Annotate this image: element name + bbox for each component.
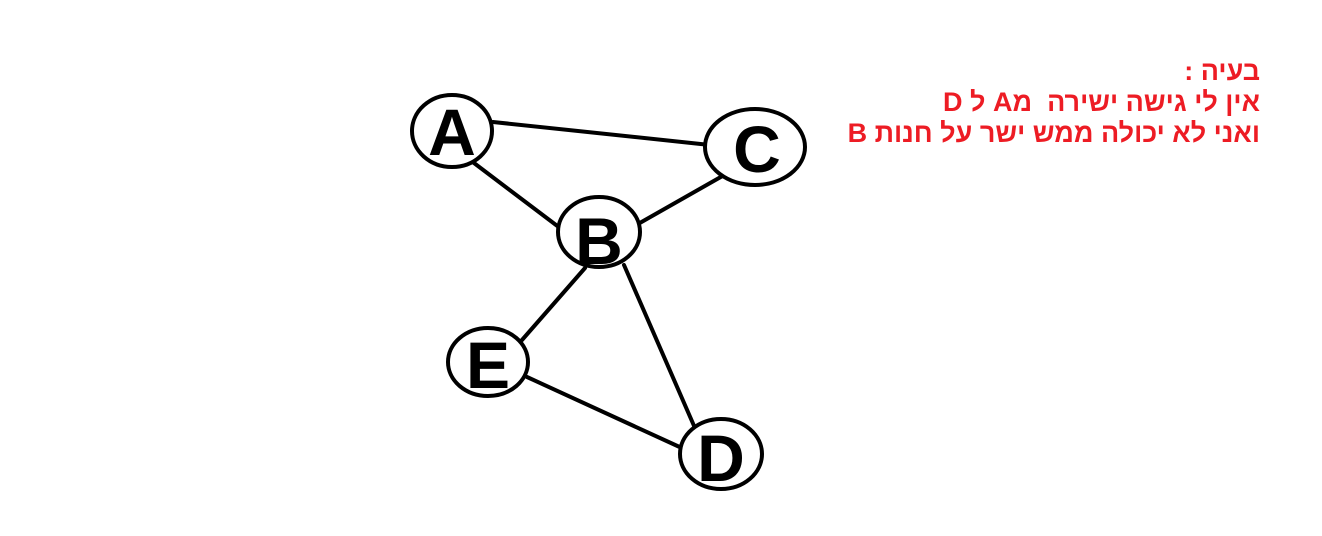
edge-a-b — [472, 161, 562, 230]
node-c-label: C — [733, 112, 781, 186]
node-e-ellipse — [446, 326, 530, 398]
node-d-label: D — [697, 421, 745, 495]
note-title: בעיה : — [1184, 56, 1260, 86]
node-e: E — [446, 326, 530, 402]
node-b-ellipse — [556, 195, 642, 269]
node-a-label: A — [428, 95, 476, 169]
note-text: בעיה : אין לי גישה ישירה מA ל D ואני לא … — [740, 56, 1260, 149]
node-d: D — [678, 417, 764, 495]
node-a: A — [410, 93, 494, 169]
node-a-ellipse — [410, 93, 494, 169]
node-d-ellipse — [678, 417, 764, 491]
note-line-2: אין לי גישה ישירה מA ל D — [943, 87, 1260, 117]
node-b-label: B — [575, 204, 623, 278]
edge-e-d — [525, 375, 686, 451]
node-b: B — [556, 195, 642, 278]
node-e-label: E — [466, 328, 510, 402]
node-c: C — [703, 107, 807, 187]
node-c-ellipse — [703, 107, 807, 187]
edge-b-c — [636, 172, 728, 226]
edge-a-c — [491, 120, 712, 147]
edge-b-d — [622, 263, 700, 437]
note-line-3: ואני לא יכולה ממש ישר על חנות B — [847, 118, 1260, 148]
edge-b-e — [520, 266, 587, 342]
